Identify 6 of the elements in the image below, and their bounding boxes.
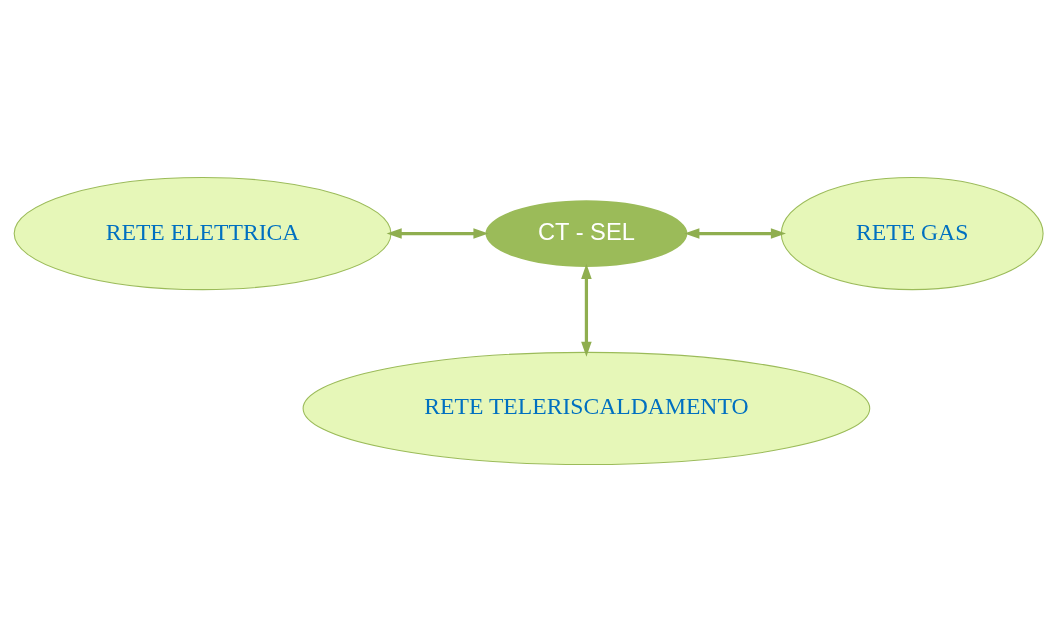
node-ellipse: RETE GAS [780,176,1044,291]
node-ellipse: RETE ELETTRICA [13,176,392,291]
arrow [581,263,592,357]
arrow [386,228,489,239]
node-ellipse: RETE TELERISCALDAMENTO [302,351,871,466]
arrow [684,228,786,239]
